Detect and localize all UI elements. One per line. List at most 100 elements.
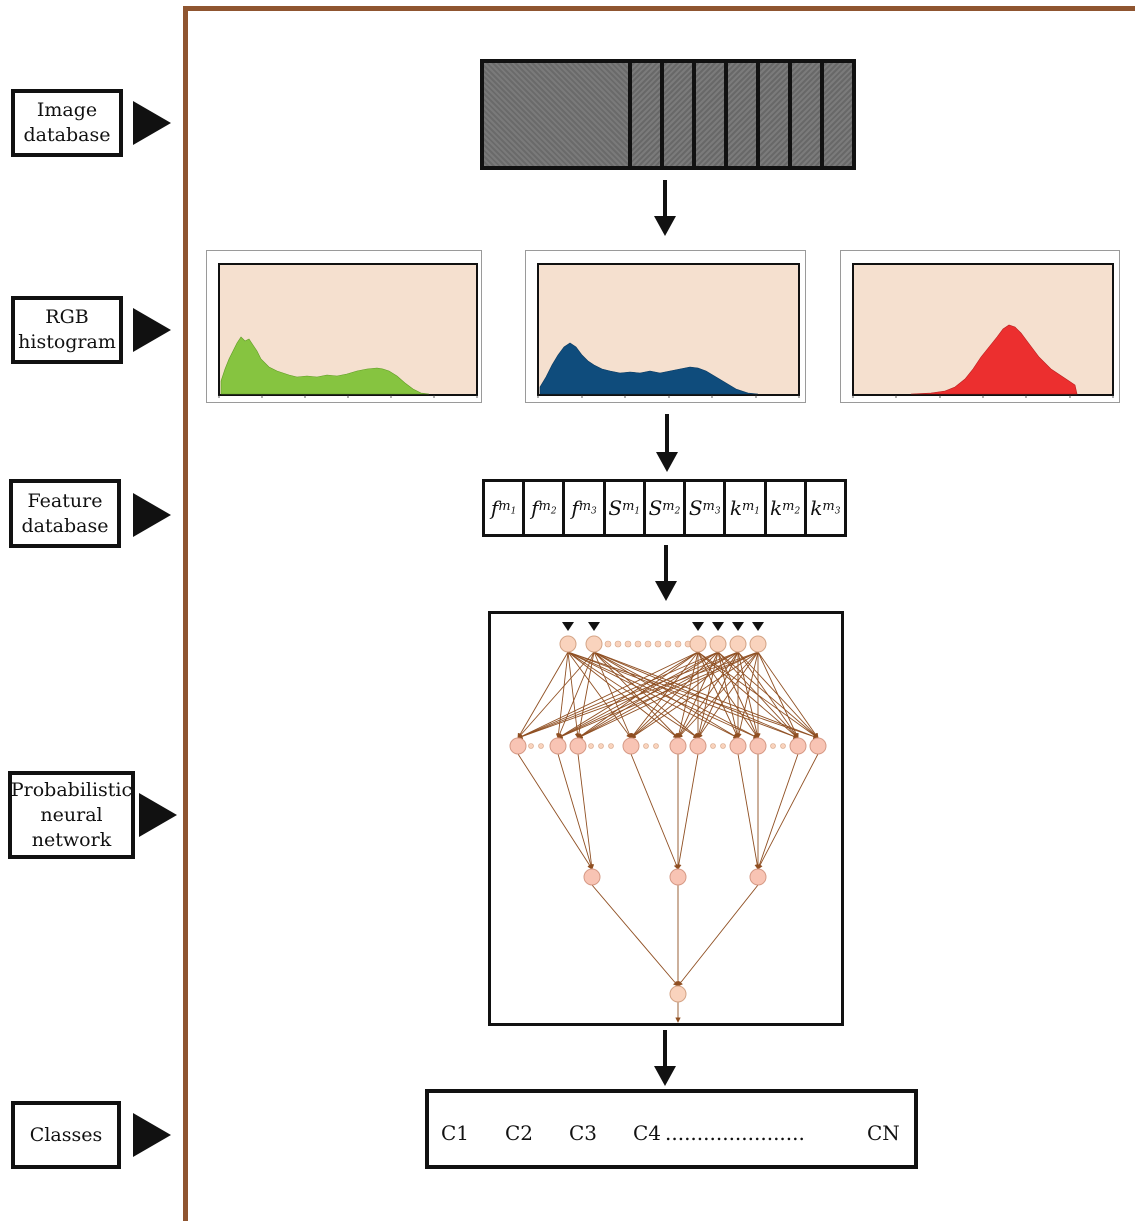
feature-subscript: m1 bbox=[498, 499, 517, 517]
pattern-node bbox=[749, 737, 767, 755]
connection-edge bbox=[737, 753, 760, 870]
connection-edge bbox=[567, 651, 699, 739]
image-slice bbox=[824, 63, 852, 166]
classes-box: C1 C2 C3 C4 ...................... CN bbox=[425, 1089, 918, 1169]
right-arrow-icon bbox=[133, 101, 171, 145]
feature-index: 2 bbox=[794, 506, 801, 517]
connection-edge bbox=[630, 651, 739, 739]
feature-symbol: S bbox=[608, 496, 623, 520]
connection-edge bbox=[591, 884, 679, 987]
ellipsis-dot bbox=[674, 640, 682, 648]
ellipsis-dot bbox=[720, 743, 726, 749]
blue-histogram-plot bbox=[537, 263, 800, 398]
pnn-graph bbox=[509, 622, 827, 1023]
label-line: Probabilistic bbox=[10, 778, 133, 801]
input-arrow-icon bbox=[732, 622, 744, 631]
feature-index: 2 bbox=[674, 506, 681, 517]
connection-edge bbox=[517, 651, 595, 739]
feature-subscript: m2 bbox=[782, 499, 801, 517]
connection-edge bbox=[593, 651, 799, 739]
pattern-node bbox=[569, 737, 587, 755]
pnn-diagram bbox=[488, 611, 844, 1026]
label-line: histogram bbox=[18, 331, 116, 353]
label-line: Classes bbox=[29, 1123, 103, 1146]
image-slice bbox=[792, 63, 824, 166]
image-slice bbox=[696, 63, 728, 166]
connection-edge bbox=[577, 651, 759, 739]
ellipsis-dot bbox=[528, 743, 534, 749]
input-node bbox=[689, 635, 707, 653]
red-histogram-plot bbox=[852, 263, 1114, 398]
feature-subscript: m2 bbox=[662, 499, 681, 517]
input-arrow-icon bbox=[692, 622, 704, 631]
input-arrow-icon bbox=[712, 622, 724, 631]
image-thumbnail bbox=[484, 63, 632, 166]
input-node bbox=[585, 635, 603, 653]
connection-edge bbox=[555, 651, 569, 739]
ellipsis-dot bbox=[644, 640, 652, 648]
input-node bbox=[709, 635, 727, 653]
connection-edge bbox=[593, 651, 699, 739]
ellipsis-dot bbox=[770, 743, 776, 749]
right-arrow-icon bbox=[133, 493, 171, 537]
feature-subscript: m3 bbox=[578, 499, 597, 517]
connection-edge bbox=[677, 884, 759, 987]
input-arrow-icon bbox=[588, 622, 600, 631]
feature-symbol: k bbox=[770, 496, 783, 520]
connection-edge bbox=[630, 753, 679, 870]
input-arrow-icon bbox=[562, 622, 574, 631]
summation-node bbox=[583, 868, 601, 886]
blue-distribution bbox=[539, 342, 759, 395]
class-label: C4 bbox=[633, 1121, 662, 1145]
right-arrow-icon bbox=[139, 793, 177, 837]
connection-edge bbox=[757, 651, 799, 739]
axis-ticks bbox=[852, 395, 1114, 398]
feature-symbol: S bbox=[648, 496, 663, 520]
summation-node bbox=[749, 868, 767, 886]
ellipsis-dot bbox=[614, 640, 622, 648]
connection-edge bbox=[676, 753, 699, 870]
connection-edge bbox=[567, 651, 581, 739]
pattern-node bbox=[729, 737, 747, 755]
connection-edge bbox=[557, 753, 594, 870]
axis-ticks bbox=[218, 395, 478, 398]
label-line: Feature bbox=[27, 489, 103, 512]
connection-edge bbox=[557, 651, 759, 739]
connection-edge bbox=[736, 651, 759, 739]
input-node bbox=[559, 635, 577, 653]
green-histogram-plot bbox=[218, 263, 478, 398]
pattern-node bbox=[809, 737, 827, 755]
output-node bbox=[669, 985, 687, 1003]
input-node bbox=[749, 635, 767, 653]
ellipsis-dot bbox=[653, 743, 659, 749]
feature-index: 3 bbox=[834, 506, 841, 517]
feature-symbol: f bbox=[571, 496, 579, 520]
feature-symbol: k bbox=[729, 496, 742, 520]
pattern-node bbox=[509, 737, 527, 755]
ellipsis-dot bbox=[710, 743, 716, 749]
connection-edge bbox=[593, 651, 632, 739]
image-slice bbox=[760, 63, 792, 166]
input-node bbox=[729, 635, 747, 653]
connection-edge bbox=[517, 651, 759, 740]
image-database-strip bbox=[480, 59, 856, 170]
feature-symbol: f bbox=[531, 496, 539, 520]
connection-edge bbox=[757, 651, 819, 739]
connection-edge bbox=[517, 753, 593, 870]
diagram-frame bbox=[183, 6, 1135, 1221]
connection-edge bbox=[630, 651, 699, 739]
connection-edge bbox=[567, 651, 739, 739]
connection-edge bbox=[557, 651, 739, 739]
connection-edge bbox=[567, 651, 759, 739]
feature-subscript: m2 bbox=[538, 499, 557, 517]
feature-symbol: k bbox=[810, 496, 823, 520]
red-histogram bbox=[840, 250, 1120, 403]
ellipsis-dot bbox=[608, 743, 614, 749]
